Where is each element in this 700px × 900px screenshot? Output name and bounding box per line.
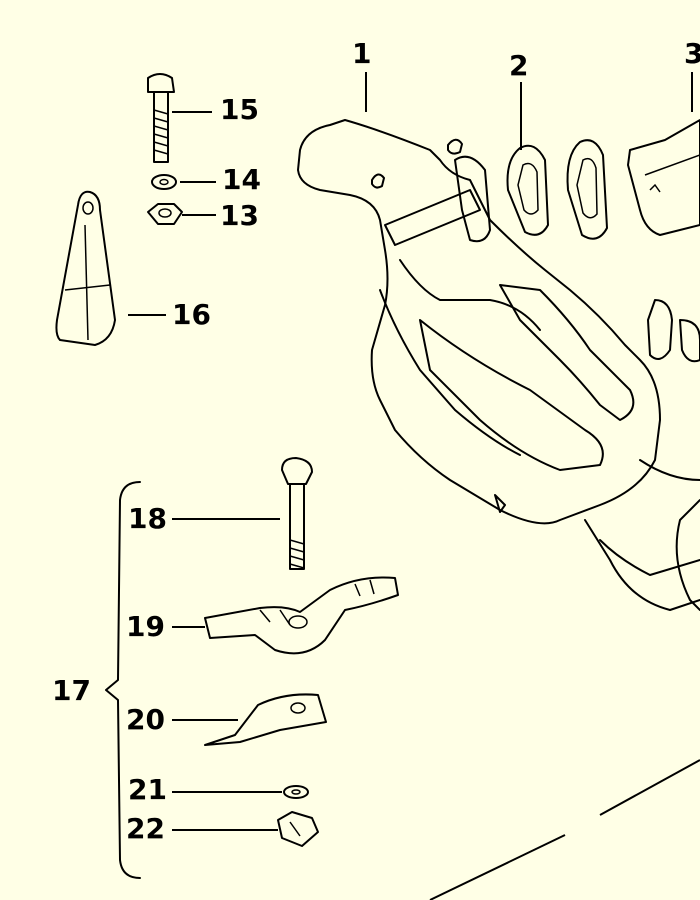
rubber-buffer-icon [55, 190, 116, 346]
bracket-icon [204, 576, 399, 655]
gasket-icon [506, 139, 608, 240]
group-17-brace [105, 481, 141, 879]
bolt-icon-18 [281, 457, 313, 570]
nut-icon-13 [147, 203, 183, 225]
washer-icon [151, 174, 177, 190]
bolt-icon-15 [147, 73, 175, 163]
plate-icon [204, 693, 327, 746]
callout-21: 21 [128, 773, 167, 806]
nut-icon-22 [277, 811, 319, 847]
callout-15: 15 [220, 93, 259, 126]
callout-13: 13 [220, 199, 259, 232]
callout-17: 17 [52, 674, 91, 707]
subframe-crossmember-icon [297, 119, 700, 611]
callout-22: 22 [126, 812, 165, 845]
callout-1: 1 [352, 37, 372, 70]
mount-bracket-icon [627, 119, 700, 236]
clip-icon [283, 785, 309, 799]
callout-19: 19 [126, 610, 165, 643]
callout-2: 2 [509, 49, 529, 82]
callout-14: 14 [222, 163, 261, 196]
callout-20: 20 [126, 703, 165, 736]
leader-lines [128, 72, 693, 831]
callout-16: 16 [172, 298, 211, 331]
callout-3: 3 [684, 37, 700, 70]
diagonal-reference-lines [429, 759, 700, 900]
callout-18: 18 [128, 502, 167, 535]
